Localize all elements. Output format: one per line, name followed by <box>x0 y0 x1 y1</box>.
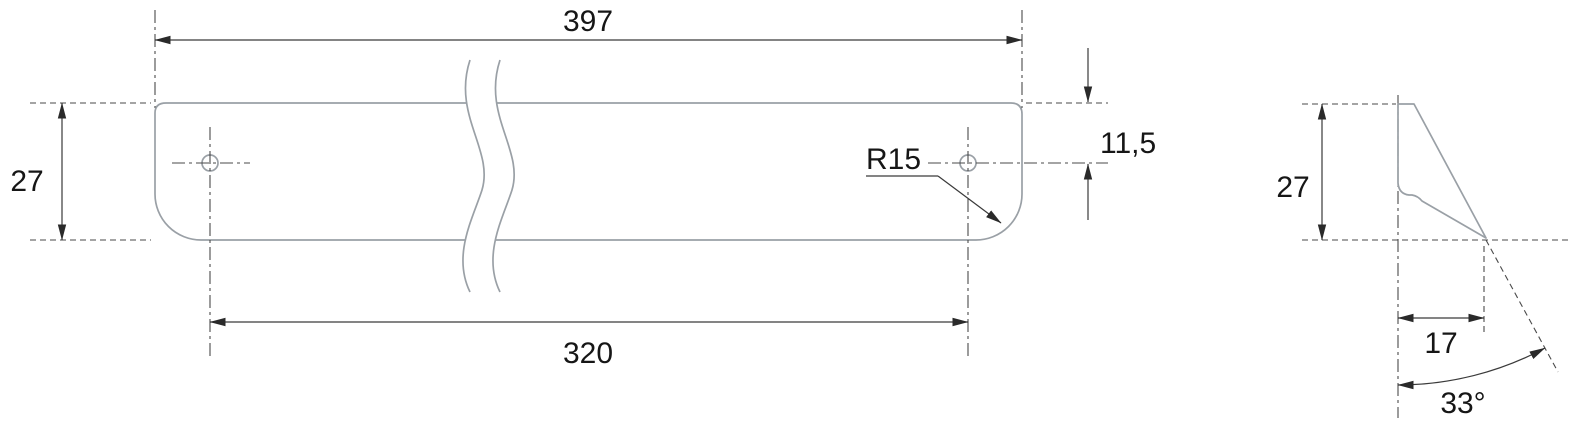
dimension-label-angle: 33° <box>1440 387 1485 420</box>
angle-arc <box>1397 347 1546 390</box>
dimension-label-hole-spacing: 320 <box>563 337 613 370</box>
dimension-label-side-height: 27 <box>1276 171 1309 204</box>
radius-label: R15 <box>866 143 921 176</box>
radius-leader-arrow <box>937 175 1002 224</box>
break-line-left <box>462 59 485 293</box>
break-line-right <box>492 59 515 293</box>
dimension-label-hole-offset: 11,5 <box>1100 127 1156 160</box>
dimension-label-overall-length: 397 <box>563 5 613 38</box>
break-region <box>462 60 515 292</box>
dimension-label-height: 27 <box>10 165 43 198</box>
dimension-label-depth: 17 <box>1424 327 1457 360</box>
angle-construction-line <box>1485 239 1559 373</box>
front-view: 397 27 11,5 R15 <box>10 5 1156 370</box>
side-view: 27 17 33° <box>1276 95 1570 420</box>
handle-front-outline <box>154 102 1023 241</box>
handle-profile-outline <box>1397 103 1487 239</box>
